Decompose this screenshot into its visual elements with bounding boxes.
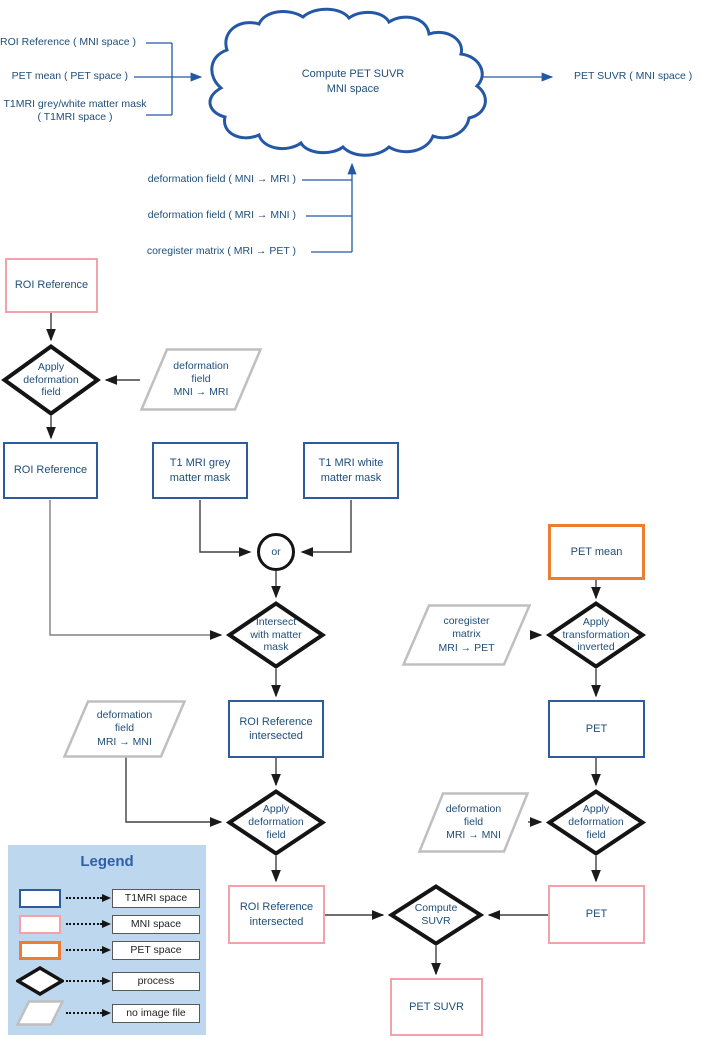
process-intersect-mask: Intersect with matter mask	[225, 601, 327, 669]
node-roi-reference-mni: ROI Reference	[5, 258, 98, 313]
legend-title: Legend	[80, 853, 134, 870]
input-label-roi-reference: ROI Reference ( MNI space )	[0, 36, 136, 48]
node-pet-t1: PET	[548, 700, 645, 758]
node-pet-mean: PET mean	[548, 524, 645, 580]
node-t1-grey-mask: T1 MRI grey matter mask	[152, 442, 248, 499]
cloud-label: Compute PET SUVR MNI space	[301, 68, 405, 95]
process-label: Compute SUVR	[414, 902, 458, 927]
legend-dotted-arrow-icon	[66, 1009, 111, 1017]
node-label: PET SUVR	[409, 1000, 464, 1013]
cloud-shape	[208, 7, 487, 157]
legend-swatch-pet-box	[19, 940, 61, 960]
legend-label-no-image-file: no image file	[112, 1003, 200, 1023]
data-coregister-matrix: coregister matrix MRI → PET	[401, 604, 532, 666]
node-label: PET	[585, 908, 608, 921]
legend-label-pet-space: PET space	[112, 940, 200, 960]
node-label: T1 MRI grey matter mask	[169, 457, 231, 484]
process-apply-deformation-2: Apply deformation field	[225, 789, 327, 856]
legend-row-mni: MNI space	[14, 909, 200, 939]
legend-label-t1mri-space: T1MRI space	[112, 888, 200, 908]
cloud-compute-pet-suvr: Compute PET SUVR MNI space	[193, 4, 513, 160]
node-pet-suvr: PET SUVR	[390, 978, 483, 1036]
input-label-pet-mean: PET mean ( PET space )	[11, 70, 128, 82]
data-label: coregister matrix MRI → PET	[438, 615, 495, 654]
node-label: PET mean	[570, 545, 623, 558]
process-label: Intersect with matter mask	[250, 615, 302, 654]
legend-dotted-arrow-icon	[66, 946, 111, 954]
data-deformation-mri-mni-right: deformation field MRI → MNI	[417, 792, 530, 853]
process-compute-suvr: Compute SUVR	[387, 884, 485, 946]
data-label: deformation field MRI → MNI	[96, 709, 153, 748]
node-label: T1 MRI white matter mask	[318, 457, 384, 484]
node-label: ROI Reference intersected	[239, 715, 313, 742]
node-label: ROI Reference intersected	[239, 901, 314, 928]
process-apply-deformation-3: Apply deformation field	[545, 789, 647, 856]
data-deformation-mni-mri: deformation field MNI → MRI	[139, 348, 263, 411]
aux-label-coregister-matrix: coregister matrix ( MRI → PET )	[146, 245, 296, 257]
legend-label-process: process	[112, 971, 200, 991]
process-label: Apply deformation field	[248, 803, 304, 841]
node-t1-white-mask: T1 MRI white matter mask	[303, 442, 399, 499]
legend-row-process: process	[14, 966, 200, 996]
legend-swatch-process-diamond	[14, 966, 66, 996]
data-label: deformation field MRI → MNI	[445, 802, 502, 842]
junction-label: or	[271, 546, 281, 558]
node-pet-mni: PET	[548, 885, 645, 944]
data-deformation-mri-mni-left: deformation field MRI → MNI	[62, 700, 187, 758]
legend-row-pet: PET space	[14, 935, 200, 965]
node-roi-intersected-mni: ROI Reference intersected	[228, 885, 325, 944]
legend-dotted-arrow-icon	[66, 977, 111, 985]
node-label: ROI Reference	[13, 464, 88, 477]
legend-label-mni-space: MNI space	[112, 914, 200, 934]
aux-label-deformation-mni-mri: deformation field ( MNI → MRI )	[147, 173, 296, 185]
legend-swatch-t1mri-box	[19, 888, 61, 908]
legend-row-no-image: no image file	[14, 998, 200, 1028]
legend-swatch-no-image-parallelogram	[14, 1000, 66, 1026]
node-roi-intersected-t1: ROI Reference intersected	[228, 700, 324, 758]
process-label: Apply deformation field	[23, 360, 79, 399]
input-label-t1mri-mask: T1MRI grey/white matter mask ( T1MRI spa…	[3, 98, 147, 123]
node-label: PET	[585, 722, 608, 735]
legend-row-t1mri: T1MRI space	[14, 883, 200, 913]
output-label-pet-suvr: PET SUVR ( MNI space )	[574, 70, 693, 82]
legend-swatch-mni-box	[19, 914, 61, 934]
legend-panel: Legend T1MRI space MNI space PET space p…	[8, 845, 206, 1035]
legend-dotted-arrow-icon	[66, 920, 111, 928]
aux-label-deformation-mri-mni: deformation field ( MRI → MNI )	[147, 209, 296, 221]
node-roi-reference-t1: ROI Reference	[3, 442, 98, 499]
process-apply-transformation-inverted: Apply transformation inverted	[545, 601, 647, 669]
legend-dotted-arrow-icon	[66, 894, 111, 902]
node-label: ROI Reference	[14, 279, 89, 292]
process-apply-deformation-1: Apply deformation field	[1, 344, 101, 416]
data-label: deformation field MNI → MRI	[173, 359, 229, 399]
junction-or: or	[257, 533, 295, 571]
process-label: Apply transformation inverted	[562, 615, 630, 654]
process-label: Apply deformation field	[568, 803, 624, 841]
